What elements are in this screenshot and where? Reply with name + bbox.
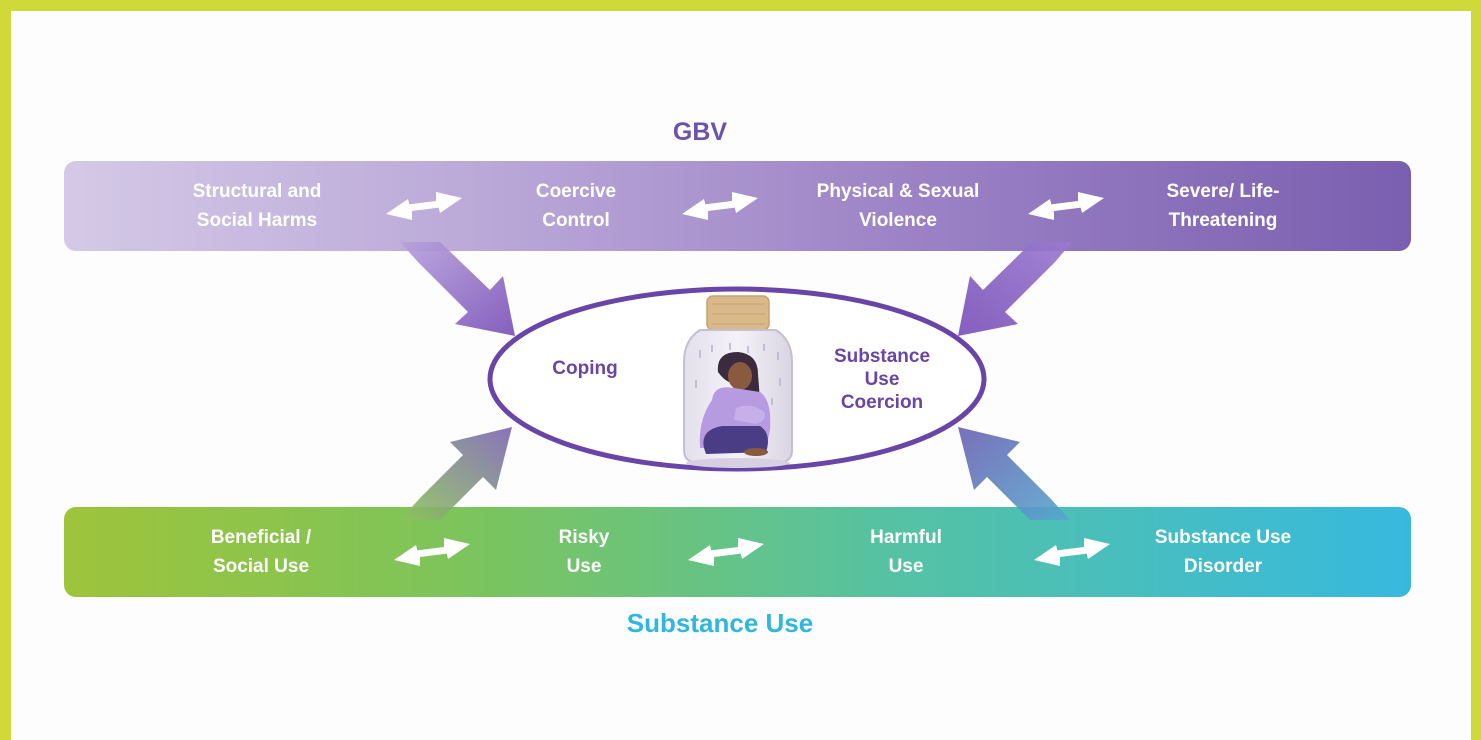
gbv-stage-structural-social-harms: Structural and Social Harms bbox=[127, 177, 387, 235]
jar-with-person-icon bbox=[683, 295, 793, 468]
stage-label-line: Use bbox=[888, 556, 924, 577]
stage-label-line: Severe/ Life- bbox=[1166, 181, 1280, 202]
coercion-label-line: Substance bbox=[833, 346, 931, 367]
stage-label-line: Violence bbox=[859, 210, 937, 231]
stage-label-line: Structural and bbox=[192, 181, 322, 202]
stage-label-line: Control bbox=[542, 210, 610, 231]
gbv-stage-severe-life-threatening: Severe/ Life- Threatening bbox=[1093, 177, 1353, 235]
stage-label-line: Use bbox=[566, 556, 602, 577]
stage-label-line: Harmful bbox=[870, 527, 942, 548]
stage-label-line: Beneficial / bbox=[210, 527, 312, 548]
coping-label: Coping bbox=[552, 358, 618, 379]
stage-label-line: Substance Use bbox=[1154, 527, 1292, 548]
arrow-gbv-right-icon bbox=[958, 242, 1072, 336]
arrow-gbv-left-icon bbox=[400, 242, 515, 336]
arrow-substance-left-icon bbox=[400, 427, 512, 520]
stage-label-line: Risky bbox=[558, 527, 610, 548]
gbv-stage-physical-sexual-violence: Physical & Sexual Violence bbox=[768, 177, 1028, 235]
stage-label-line: Coercive bbox=[535, 181, 617, 202]
exchange-arrows-icon bbox=[682, 192, 758, 220]
gbv-title: GBV bbox=[672, 118, 728, 146]
exchange-arrows-icon bbox=[688, 538, 764, 566]
exchange-arrows-icon bbox=[1034, 538, 1110, 566]
substance-use-title: Substance Use bbox=[626, 608, 814, 638]
stage-label-line: Disorder bbox=[1183, 556, 1263, 577]
substance-stage-harmful-use: Harmful Use bbox=[776, 523, 1036, 581]
arrow-substance-right-icon bbox=[958, 427, 1070, 520]
substance-stage-beneficial-social-use: Beneficial / Social Use bbox=[131, 523, 391, 581]
exchange-arrows-icon bbox=[394, 538, 470, 566]
gbv-stage-coercive-control: Coercive Control bbox=[446, 177, 706, 235]
coercion-label-line: Use bbox=[864, 369, 900, 390]
substance-stage-risky-use: Risky Use bbox=[454, 523, 714, 581]
exchange-arrows-icon bbox=[1028, 192, 1104, 220]
substance-stage-substance-use-disorder: Substance Use Disorder bbox=[1093, 523, 1353, 581]
exchange-arrows-icon bbox=[386, 192, 462, 220]
coercion-label-line: Coercion bbox=[840, 392, 924, 413]
stage-label-line: Physical & Sexual bbox=[816, 181, 980, 202]
stage-label-line: Threatening bbox=[1168, 210, 1278, 231]
stage-label-line: Social Harms bbox=[196, 210, 318, 231]
stage-label-line: Social Use bbox=[212, 556, 310, 577]
substance-use-coercion-label: Substance Use Coercion bbox=[812, 345, 952, 414]
